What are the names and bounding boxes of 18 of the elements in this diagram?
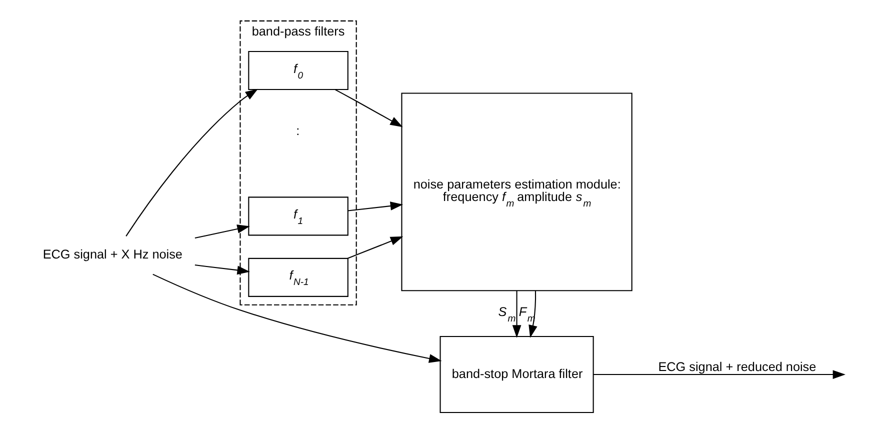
arrow bbox=[512, 290, 521, 338]
node-box: noise parameters estimation module: frequency f$_{m}$ amplitude s$_{m}$ bbox=[400, 92, 632, 292]
arrow bbox=[593, 370, 845, 379]
arrow bbox=[334, 89, 402, 128]
arrow bbox=[152, 274, 442, 363]
arrow bbox=[346, 236, 403, 259]
arrow bbox=[347, 202, 403, 212]
node-box: f$_{1}$ bbox=[248, 196, 348, 236]
node-text: ECG signal + X Hz noise bbox=[42, 248, 182, 262]
node-box: f$_{0}$ bbox=[248, 51, 348, 90]
arrow bbox=[194, 264, 250, 275]
node-box: f$_{N-1}$ bbox=[248, 258, 348, 297]
edge-label: S$_{m}$ bbox=[498, 304, 516, 324]
arrow bbox=[125, 88, 258, 236]
node-box: band-stop Mortara filter bbox=[439, 336, 594, 414]
arrow bbox=[194, 224, 250, 239]
label: : bbox=[296, 124, 300, 138]
edge-label: ECG signal + reduced noise bbox=[658, 360, 816, 374]
